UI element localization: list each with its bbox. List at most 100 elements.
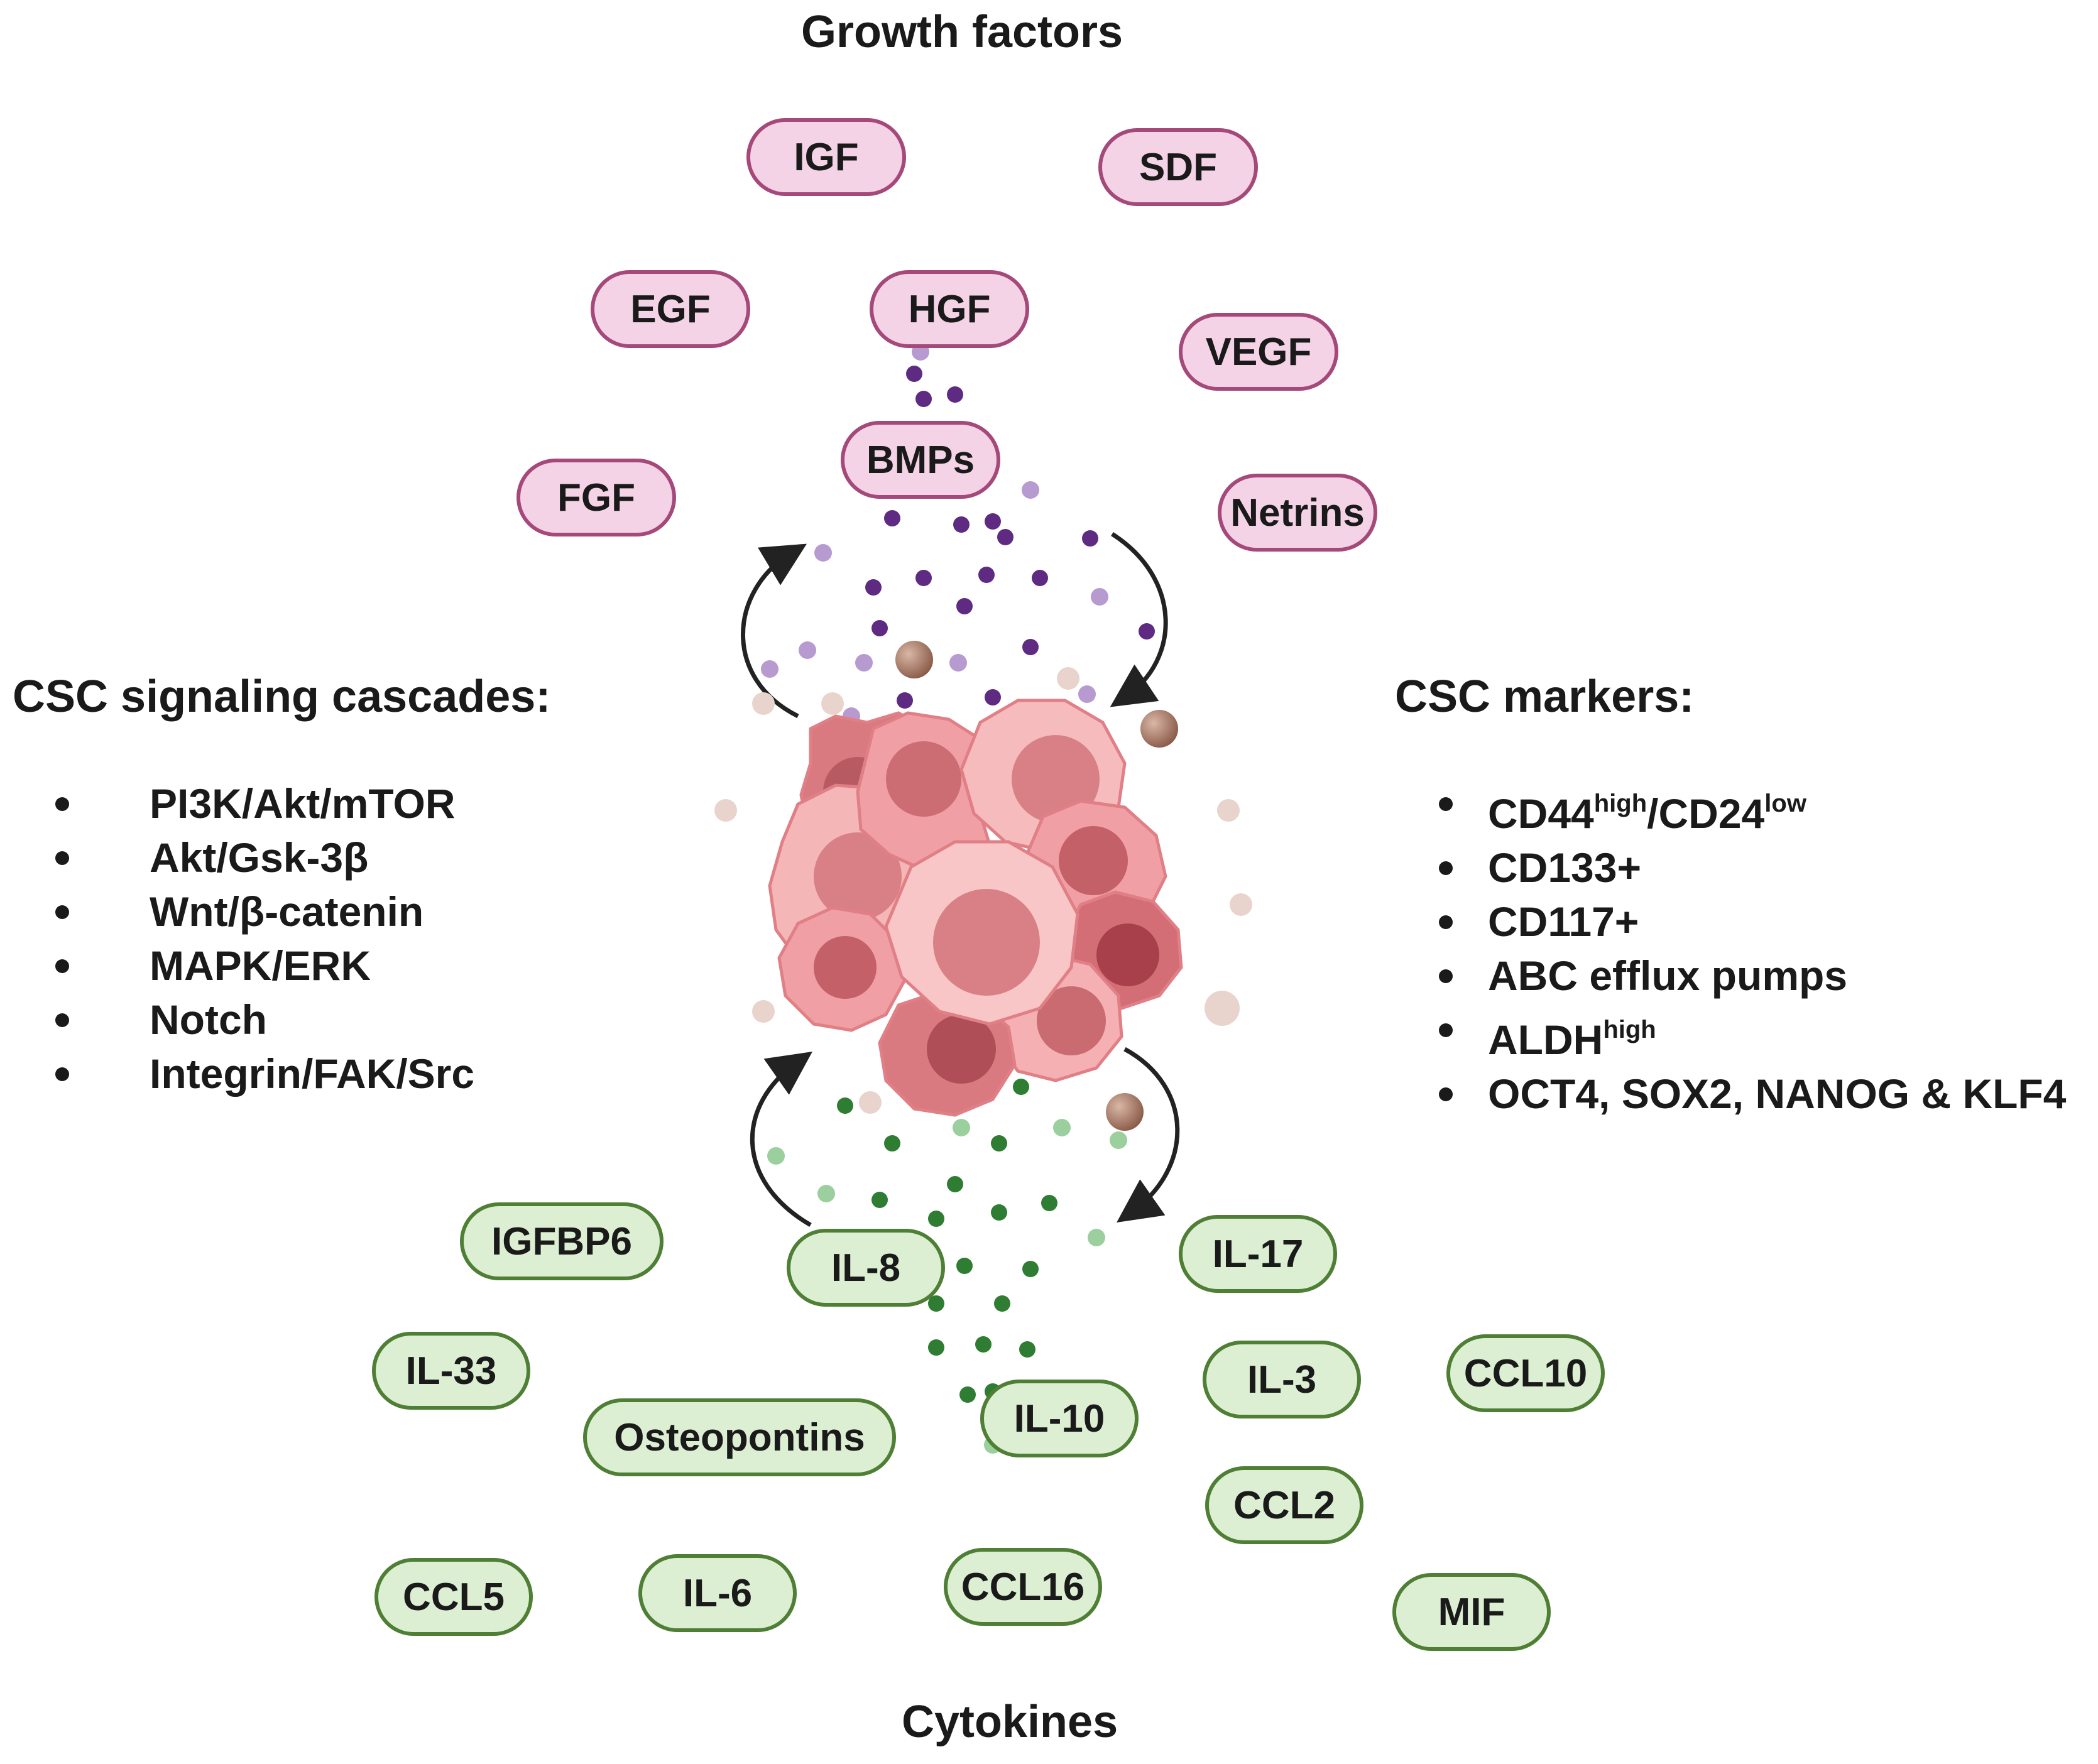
csc-marker-item: CD133+ <box>1439 841 2066 895</box>
csc-marker-list: CD44high/CD24low CD133+ CD117+ ABC efflu… <box>1439 776 2066 1121</box>
cancer-stem-cell-cluster <box>768 699 1183 1117</box>
cytokine-il8: IL-8 <box>787 1229 945 1307</box>
cytokine-ccl16: CCL16 <box>944 1548 1102 1626</box>
growth-factor-particles <box>761 343 1155 725</box>
bullet <box>55 959 69 973</box>
signaling-cascade-item: Wnt/β-catenin <box>55 885 474 939</box>
bullet <box>1439 1023 1453 1037</box>
particle <box>947 386 963 403</box>
bullet <box>1439 797 1453 811</box>
particle <box>1091 588 1108 606</box>
secreted-vesicles <box>714 641 1252 1131</box>
particle <box>761 660 779 678</box>
csc-signaling-heading: CSC signaling cascades: <box>13 672 551 722</box>
particle <box>991 1204 1007 1221</box>
arrow-down-right-bottom <box>1117 1047 1180 1223</box>
particle <box>767 1147 785 1165</box>
particle <box>1053 1119 1071 1136</box>
signaling-cascade-item: Notch <box>55 993 474 1047</box>
growth-factor-bmps: BMPs <box>841 421 1000 499</box>
signaling-cascade-item: PI3K/Akt/mTOR <box>55 776 474 830</box>
csc-marker-item: ABC efflux pumps <box>1439 949 2066 1003</box>
bullet <box>1439 915 1453 929</box>
growth-factor-egf: EGF <box>591 270 750 348</box>
particle <box>1019 1341 1035 1358</box>
bullet <box>1439 969 1453 983</box>
arrow-up-left <box>741 543 807 719</box>
csc-marker-item: CD117+ <box>1439 895 2066 949</box>
particle <box>953 1119 970 1136</box>
particle <box>997 529 1013 545</box>
cytokine-il10: IL-10 <box>980 1380 1139 1457</box>
particle <box>975 1336 992 1353</box>
particle <box>1022 1261 1039 1277</box>
particle <box>959 1386 976 1403</box>
particle <box>956 1258 973 1274</box>
signaling-cascade-item: Akt/Gsk-3β <box>55 830 474 885</box>
growth-factor-igf: IGF <box>746 118 906 196</box>
particle <box>991 1135 1007 1152</box>
cytokine-mif: MIF <box>1392 1573 1551 1651</box>
particle <box>865 579 882 596</box>
particle <box>953 516 970 533</box>
signaling-cascade-list: PI3K/Akt/mTOR Akt/Gsk-3β Wnt/β-catenin M… <box>55 776 474 1101</box>
feedback-arrows <box>741 532 1180 1228</box>
bullet <box>55 797 69 811</box>
cytokine-igfbp6: IGFBP6 <box>460 1202 664 1280</box>
particle <box>915 570 932 586</box>
bullet <box>1439 861 1453 875</box>
cytokine-ccl5: CCL5 <box>374 1558 533 1636</box>
particle <box>956 598 973 614</box>
cytokine-osteopontins: Osteopontins <box>583 1398 896 1476</box>
particle <box>985 689 1001 705</box>
particle <box>949 654 967 672</box>
cytokine-particles <box>767 1079 1127 1454</box>
particle <box>928 1295 944 1312</box>
particle <box>1013 1079 1029 1095</box>
particle <box>915 391 932 407</box>
particle <box>1041 1195 1057 1211</box>
bullet <box>55 905 69 919</box>
particle <box>855 654 873 672</box>
growth-factor-hgf: HGF <box>870 270 1029 348</box>
particle <box>994 1295 1010 1312</box>
particle <box>1022 639 1039 655</box>
particle <box>947 1176 963 1192</box>
signaling-cascade-item: MAPK/ERK <box>55 939 474 993</box>
cytokine-il17: IL-17 <box>1179 1215 1337 1293</box>
particle <box>1082 530 1098 547</box>
particle <box>884 1135 900 1152</box>
arrow-down-right <box>1110 532 1168 707</box>
bullet <box>55 851 69 865</box>
particle <box>928 1211 944 1227</box>
growth-factor-netrins: Netrins <box>1218 474 1377 552</box>
particle <box>906 366 922 382</box>
particle <box>1088 1229 1105 1246</box>
particle <box>897 692 913 709</box>
particle <box>1078 685 1096 703</box>
particle <box>1139 623 1155 640</box>
particle <box>814 544 832 562</box>
growth-factors-heading: Growth factors <box>801 7 1123 57</box>
csc-marker-item: CD44high/CD24low <box>1439 776 2066 841</box>
bullet <box>1439 1087 1453 1101</box>
bullet <box>55 1067 69 1081</box>
bullet <box>55 1013 69 1027</box>
cytokines-heading: Cytokines <box>902 1697 1118 1747</box>
particle <box>871 1192 888 1208</box>
csc-markers-heading: CSC markers: <box>1395 672 1695 722</box>
particle <box>1022 481 1039 499</box>
arrow-up-left-bottom <box>750 1051 812 1228</box>
particle <box>928 1339 944 1356</box>
cytokine-ccl2: CCL2 <box>1205 1466 1363 1544</box>
cytokine-ccl10: CCL10 <box>1446 1334 1605 1412</box>
particle <box>1032 570 1048 586</box>
particle <box>978 567 995 583</box>
growth-factor-sdf: SDF <box>1098 128 1258 206</box>
cytokine-il33: IL-33 <box>372 1332 530 1410</box>
signaling-cascade-item: Integrin/FAK/Src <box>55 1047 474 1101</box>
particle <box>884 510 900 526</box>
csc-marker-item: OCT4, SOX2, NANOG & KLF4 <box>1439 1067 2066 1121</box>
cell <box>777 906 907 1032</box>
